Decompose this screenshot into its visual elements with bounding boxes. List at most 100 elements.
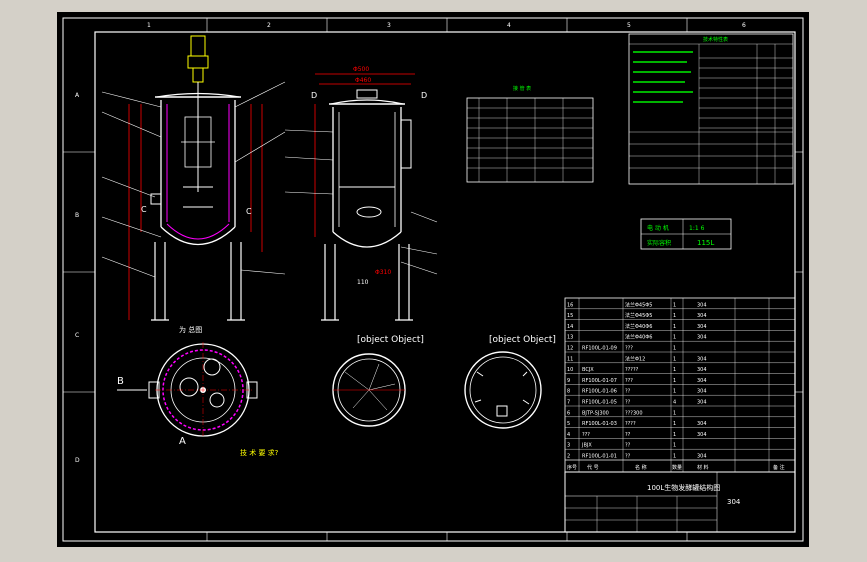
bom-cell-code: RF100L-01-05 — [582, 400, 617, 406]
bom-cell-qty: 1 — [673, 410, 676, 416]
bom-cell-name: ?? — [625, 443, 631, 449]
dim-d500: Φ500 — [353, 66, 369, 73]
bom-cell-qty: 1 — [673, 302, 676, 308]
bom-header-mat: 材 料 — [697, 464, 709, 471]
title-block: 100L生物发酵罐结构图 304 — [564, 471, 796, 533]
bom-cell-qty: 1 — [673, 443, 676, 449]
bom-cell-name: ???? — [625, 421, 636, 427]
bom-cell-name: ???300 — [625, 410, 643, 416]
bom-cell-no: 3 — [567, 443, 570, 449]
bom-cell-no: 12 — [567, 346, 573, 352]
zone-mark-3: 3 — [387, 22, 391, 29]
bom-cell-qty: 1 — [673, 335, 676, 341]
zone-labels: 1 2 3 4 5 6 A B C D — [75, 22, 746, 464]
bom-cell-mat: 304 — [697, 454, 707, 460]
bom-cell-qty: 4 — [673, 400, 676, 406]
bom-cell-no: 13 — [567, 335, 573, 341]
section-marker-c-right: C — [246, 207, 252, 216]
bom-cell-qty: 1 — [673, 356, 676, 362]
bom-cell-no: 4 — [567, 432, 570, 438]
bom-cell-no: 9 — [567, 378, 570, 384]
bom-cell-no: 6 — [567, 410, 570, 416]
bom-cell-name: ?? — [625, 389, 631, 395]
bom-cell-qty: 1 — [673, 324, 676, 330]
bom-cell-mat: 304 — [697, 378, 707, 384]
spec-box: 电 动 机 1:1 6 实际容积 115L — [640, 218, 732, 250]
bom-cell-qty: 1 — [673, 454, 676, 460]
section-d-d: [object Object] — [464, 335, 556, 429]
bom-cell-mat: 304 — [697, 324, 707, 330]
zone-mark-2: 2 — [267, 22, 271, 29]
bom-cell-name: ??? — [625, 378, 633, 384]
bom-cell-mat: 304 — [697, 389, 707, 395]
bom-cell-qty: 1 — [673, 421, 676, 427]
bom-cell-code: ??? — [582, 432, 590, 438]
bom-cell-qty: 1 — [673, 346, 676, 352]
front-view-label: 为 总图 — [179, 325, 202, 334]
section-marker-d-left: D — [311, 91, 317, 100]
spec-volume-label: 实际容积 — [647, 239, 671, 247]
bom-header-note: 备 注 — [773, 464, 785, 471]
bom-header-code: 代 号 — [587, 464, 599, 471]
section-marker-c-left: C — [141, 205, 147, 214]
bom-cell-mat: 304 — [697, 400, 707, 406]
section-d-d-label: [object Object] — [489, 335, 556, 345]
bom-cell-qty: 1 — [673, 378, 676, 384]
bom-cell-name: 法兰Φ40Φ6 — [625, 323, 652, 330]
bom-cell-code: BJTP-SJ300 — [582, 410, 609, 416]
bom-cell-mat: 304 — [697, 313, 707, 319]
side-view: Φ500 Φ460 110 Φ310 D D — [284, 66, 438, 321]
spec-volume-value: 115L — [697, 239, 714, 247]
bom-header-no: 序号 — [567, 464, 577, 471]
zone-ticks — [63, 18, 803, 541]
bom-cell-mat: 304 — [697, 356, 707, 362]
bom-cell-name: 法兰Φ12 — [625, 355, 645, 362]
front-view: 为 总图 C C — [101, 35, 286, 334]
dim-d460: Φ460 — [355, 77, 371, 84]
section-c-c-label: [object Object] — [357, 335, 424, 345]
bom-cell-code: RF100L-01-03 — [582, 421, 617, 427]
side-mark-c: C — [75, 332, 79, 339]
bom-cell-mat: 304 — [697, 302, 707, 308]
cad-drawing: 1 2 3 4 5 6 A B C D — [62, 17, 804, 542]
bom-cell-name: 法兰Φ45Φ5 — [625, 312, 652, 319]
top-plan-view: B A 技 术 要 求? — [117, 342, 279, 457]
bom-cell-no: 16 — [567, 302, 573, 308]
bom-cell-mat: 304 — [697, 367, 707, 373]
drawing-title: 100L生物发酵罐结构图 — [647, 483, 720, 492]
side-mark-d: D — [75, 457, 80, 464]
section-marker-d-right: D — [421, 91, 427, 100]
bom-cell-code: JBJX — [581, 443, 592, 449]
bom-header-name: 名 称 — [635, 464, 647, 471]
technical-requirements: 技 术 要 求? — [240, 448, 279, 457]
bom-cell-name: ?? — [625, 454, 631, 460]
bom-cell-code: RF100L-01-06 — [582, 389, 617, 395]
tech-table-title: 技术特性表 — [703, 36, 728, 43]
bom-cell-mat: 304 — [697, 421, 707, 427]
bom-cell-no: 14 — [567, 324, 573, 330]
bom-cell-no: 7 — [567, 400, 570, 406]
nozzle-table-title: 接 管 表 — [513, 85, 531, 92]
zone-mark-5: 5 — [627, 22, 631, 29]
spec-motor-label: 电 动 机 — [647, 224, 669, 232]
bom-cell-name: 法兰Φ40Φ6 — [625, 334, 652, 341]
bom-cell-mat: 304 — [697, 432, 707, 438]
bom-cell-mat: 304 — [697, 335, 707, 341]
inner-frame — [94, 31, 796, 533]
zone-mark-1: 1 — [147, 22, 151, 29]
bom-cell-name: 法兰Φ45Φ5 — [625, 301, 652, 308]
bom-cell-name: ?? — [625, 432, 631, 438]
dim-110: 110 — [357, 279, 369, 286]
bom-cell-code: RF100L-01-07 — [582, 378, 617, 384]
view-marker-b: B — [117, 376, 124, 387]
drawing-material: 304 — [727, 498, 741, 506]
bom-cell-code: RF100L-01-01 — [582, 454, 617, 460]
bom-cell-no: 15 — [567, 313, 573, 319]
bom-cell-qty: 1 — [673, 389, 676, 395]
bom-cell-no: 5 — [567, 421, 570, 427]
bom-cell-name: ????? — [625, 367, 639, 373]
dim-d310: Φ310 — [375, 269, 391, 276]
drawing-sheet: 1 2 3 4 5 6 A B C D — [57, 12, 809, 547]
